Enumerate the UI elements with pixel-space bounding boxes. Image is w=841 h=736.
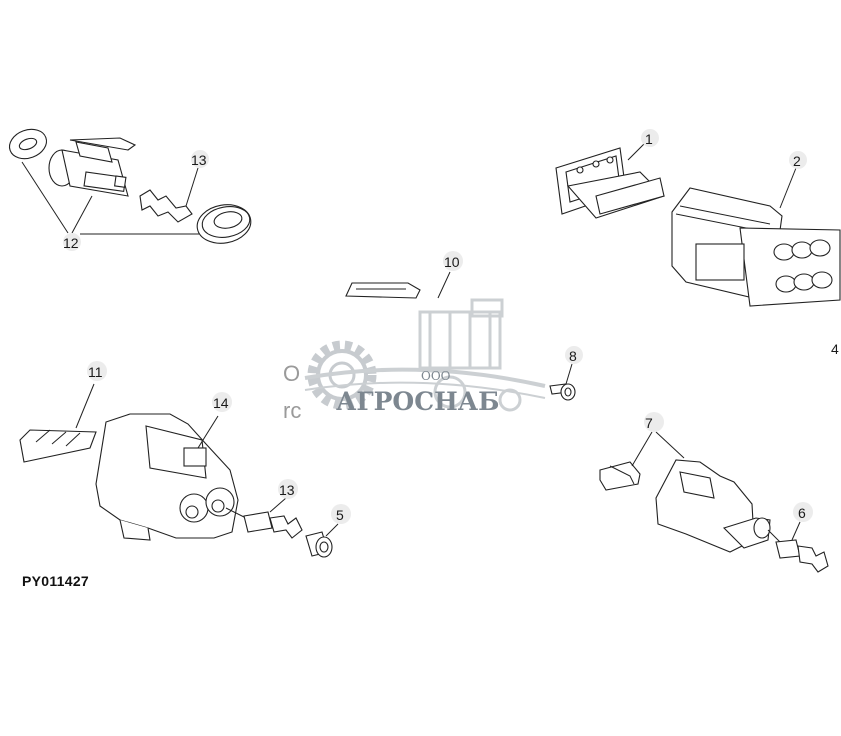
callout-line-12 — [197, 415, 219, 449]
svg-text:1: 1 — [645, 131, 653, 147]
callout-line-1 — [627, 141, 647, 161]
part-14-seal-small — [8, 128, 48, 160]
callout-4: 4 — [831, 341, 839, 357]
partial-text-o: O — [283, 361, 300, 386]
part-1-mounting-flange — [555, 147, 666, 219]
svg-text:13: 13 — [191, 152, 207, 168]
svg-text:12: 12 — [63, 235, 79, 251]
part-8-screw — [549, 383, 576, 401]
callout-13: 11 — [87, 361, 107, 381]
callout-1: 1 — [641, 129, 659, 147]
part-14-connector-housing — [48, 137, 137, 197]
watermark-small-text: ООО — [421, 369, 451, 383]
svg-text:6: 6 — [798, 505, 806, 521]
partial-text-rc: rc — [283, 398, 301, 423]
part-7-terminal-lock — [599, 461, 641, 491]
watermark-harvester-icon — [418, 298, 522, 412]
callout-11: 13 — [278, 479, 298, 499]
svg-text:13: 13 — [279, 482, 295, 498]
part-7-connector-housing — [655, 459, 771, 553]
watermark-brand-text: АГРОСНАБ — [336, 387, 499, 416]
callout-12: 14 — [212, 392, 232, 412]
svg-text:2: 2 — [793, 153, 801, 169]
callout-lines-14 — [21, 161, 200, 235]
part-11-terminal — [243, 511, 303, 539]
part-14-seal-large — [196, 204, 252, 244]
callout-10: 10 — [443, 251, 463, 271]
callout-8: 8 — [565, 346, 583, 364]
part-10-cover — [345, 282, 421, 299]
callout-line-2 — [779, 167, 797, 209]
callout-2: 2 — [789, 151, 807, 169]
callout-line-6 — [791, 521, 801, 541]
figure-id-label: PY011427 — [22, 573, 90, 589]
part-2-receptacle-body — [671, 187, 841, 307]
terminal-wire-right — [767, 529, 781, 543]
part-13-terminal-lock — [19, 429, 97, 463]
svg-text:11: 11 — [88, 364, 103, 380]
callout-line-10 — [437, 271, 451, 299]
callout-line-5 — [325, 523, 339, 537]
part-5-seal — [305, 531, 333, 558]
svg-text:8: 8 — [569, 348, 577, 364]
part-6-terminal — [775, 539, 829, 573]
callout-line-11 — [269, 497, 287, 513]
callout-line-8 — [565, 363, 573, 385]
callout-7: 7 — [644, 412, 664, 432]
callout-6: 6 — [793, 502, 813, 522]
svg-text:10: 10 — [444, 254, 460, 270]
svg-text:4: 4 — [831, 341, 839, 357]
part-12-connector-housing — [95, 413, 239, 541]
svg-text:14: 14 — [213, 395, 229, 411]
svg-text:5: 5 — [336, 507, 344, 523]
svg-text:7: 7 — [645, 415, 653, 431]
callout-lines-7 — [631, 431, 685, 467]
part-15-terminal — [139, 189, 193, 223]
callout-15: 13 — [191, 150, 209, 168]
callout-5: 5 — [331, 504, 351, 524]
watermark-logo — [304, 298, 546, 412]
callout-14: 12 — [63, 233, 81, 251]
callout-line-13 — [75, 383, 95, 429]
